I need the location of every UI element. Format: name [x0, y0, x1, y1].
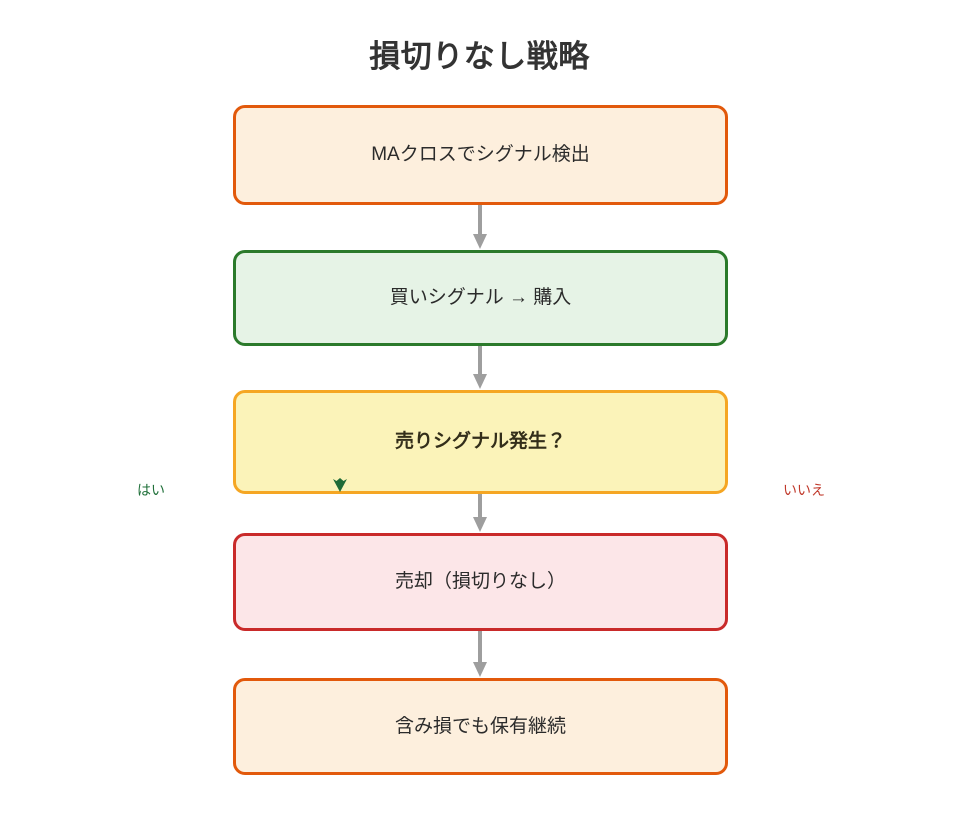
connector-arrow-2	[472, 346, 488, 390]
page-title: 損切りなし戦略	[369, 39, 590, 74]
branch-label-no: いいえ	[783, 482, 825, 498]
flow-node-signal-detection[interactable]: MAクロスでシグナル検出	[233, 105, 728, 205]
flow-node-label: MAクロスでシグナル検出	[371, 144, 590, 165]
flow-node-buy-signal[interactable]: 買いシグナル → 購入	[233, 250, 728, 346]
branch-label-yes: はい	[137, 482, 165, 498]
flow-node-hold-unrealized-loss[interactable]: 含み損でも保有継続	[233, 678, 728, 775]
connector-arrow-3	[472, 494, 488, 533]
flow-node-label: 売却（損切りなし）	[394, 571, 566, 592]
flow-node-decision-sell-signal[interactable]: 売りシグナル発生？	[233, 390, 728, 494]
flow-node-label: 買いシグナル → 購入	[389, 287, 572, 308]
connector-arrow-4	[472, 631, 488, 678]
flow-node-label: 含み損でも保有継続	[394, 715, 566, 737]
flow-node-sell-no-stoploss[interactable]: 売却（損切りなし）	[233, 533, 728, 631]
flow-node-label: 売りシグナル発生？	[394, 431, 566, 452]
yes-branch-arrowhead-icon	[333, 477, 347, 493]
connector-arrow-1	[472, 205, 488, 250]
